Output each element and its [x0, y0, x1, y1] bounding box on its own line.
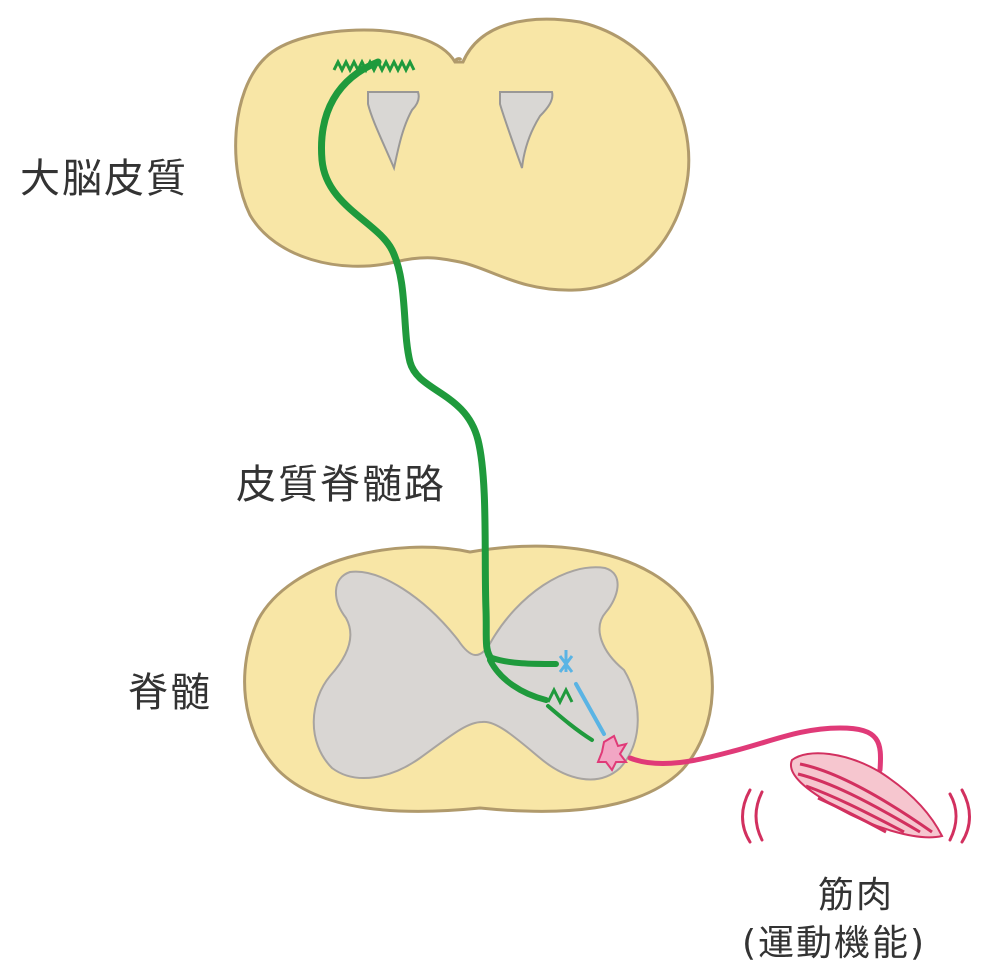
spinal-cord-section — [245, 546, 713, 811]
brain-section — [236, 19, 689, 290]
label-corticospinal-tract: 皮質脊髄路 — [236, 452, 446, 510]
muscle — [743, 753, 970, 842]
label-motor-function: (運動機能) — [742, 914, 926, 966]
label-muscle: 筋肉 — [818, 866, 894, 918]
brain-outline — [236, 19, 689, 290]
label-spinal-cord: 脊髄 — [128, 660, 212, 718]
label-cerebral-cortex: 大脳皮質 — [20, 146, 188, 204]
